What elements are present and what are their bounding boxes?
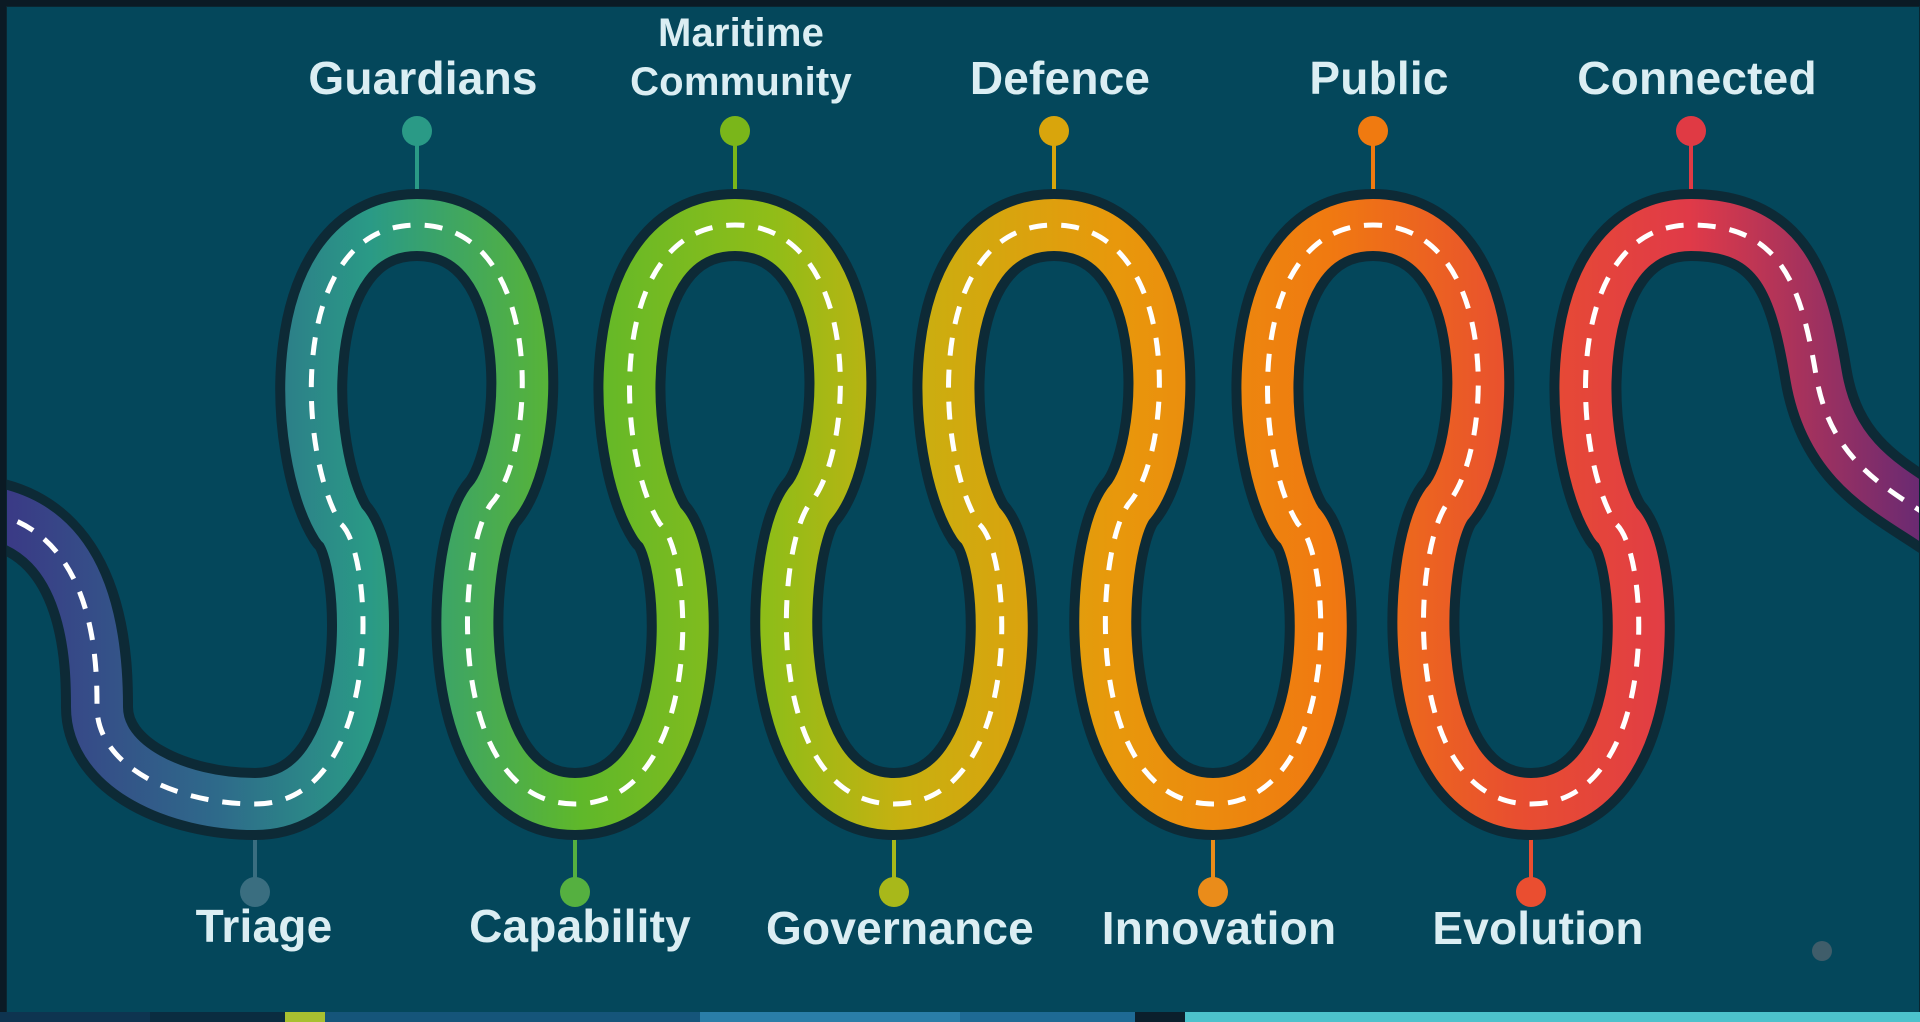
winding-road-diagram [7, 116, 1919, 961]
strip-segment [285, 1012, 325, 1022]
strip-segment [0, 1012, 150, 1022]
pin-dot [1039, 116, 1069, 146]
pin-dot [1676, 116, 1706, 146]
roadmap-slide: Guardians Maritime Community Defence Pub… [6, 6, 1920, 1014]
road-center-dashes [7, 222, 1919, 807]
strip-segment [150, 1012, 285, 1022]
pin-dot [402, 116, 432, 146]
pin-dot [720, 116, 750, 146]
label-capability: Capability [469, 900, 691, 952]
pin-dot [879, 877, 909, 907]
pin-dot [1516, 877, 1546, 907]
label-innovation: Innovation [1101, 902, 1337, 954]
strip-segment [700, 1012, 960, 1022]
strip-segment [325, 1012, 700, 1022]
label-public: Public [1309, 52, 1449, 104]
strip-segment [960, 1012, 1135, 1022]
label-defence: Defence [969, 52, 1151, 104]
label-triage: Triage [195, 900, 333, 952]
label-maritime-community: Maritime Community [630, 11, 852, 104]
strip-segment [1135, 1012, 1185, 1022]
pin-dot [240, 877, 270, 907]
pin-dot [560, 877, 590, 907]
pin-dot [1198, 877, 1228, 907]
bottom-thumbnail-strip [0, 1012, 1920, 1022]
strip-segment [1185, 1012, 1920, 1022]
label-connected: Connected [1577, 52, 1817, 104]
label-governance: Governance [766, 902, 1034, 954]
slide-corner-dot [1812, 941, 1832, 961]
pin-dot [1358, 116, 1388, 146]
label-evolution: Evolution [1432, 902, 1644, 954]
label-guardians: Guardians [308, 52, 538, 104]
